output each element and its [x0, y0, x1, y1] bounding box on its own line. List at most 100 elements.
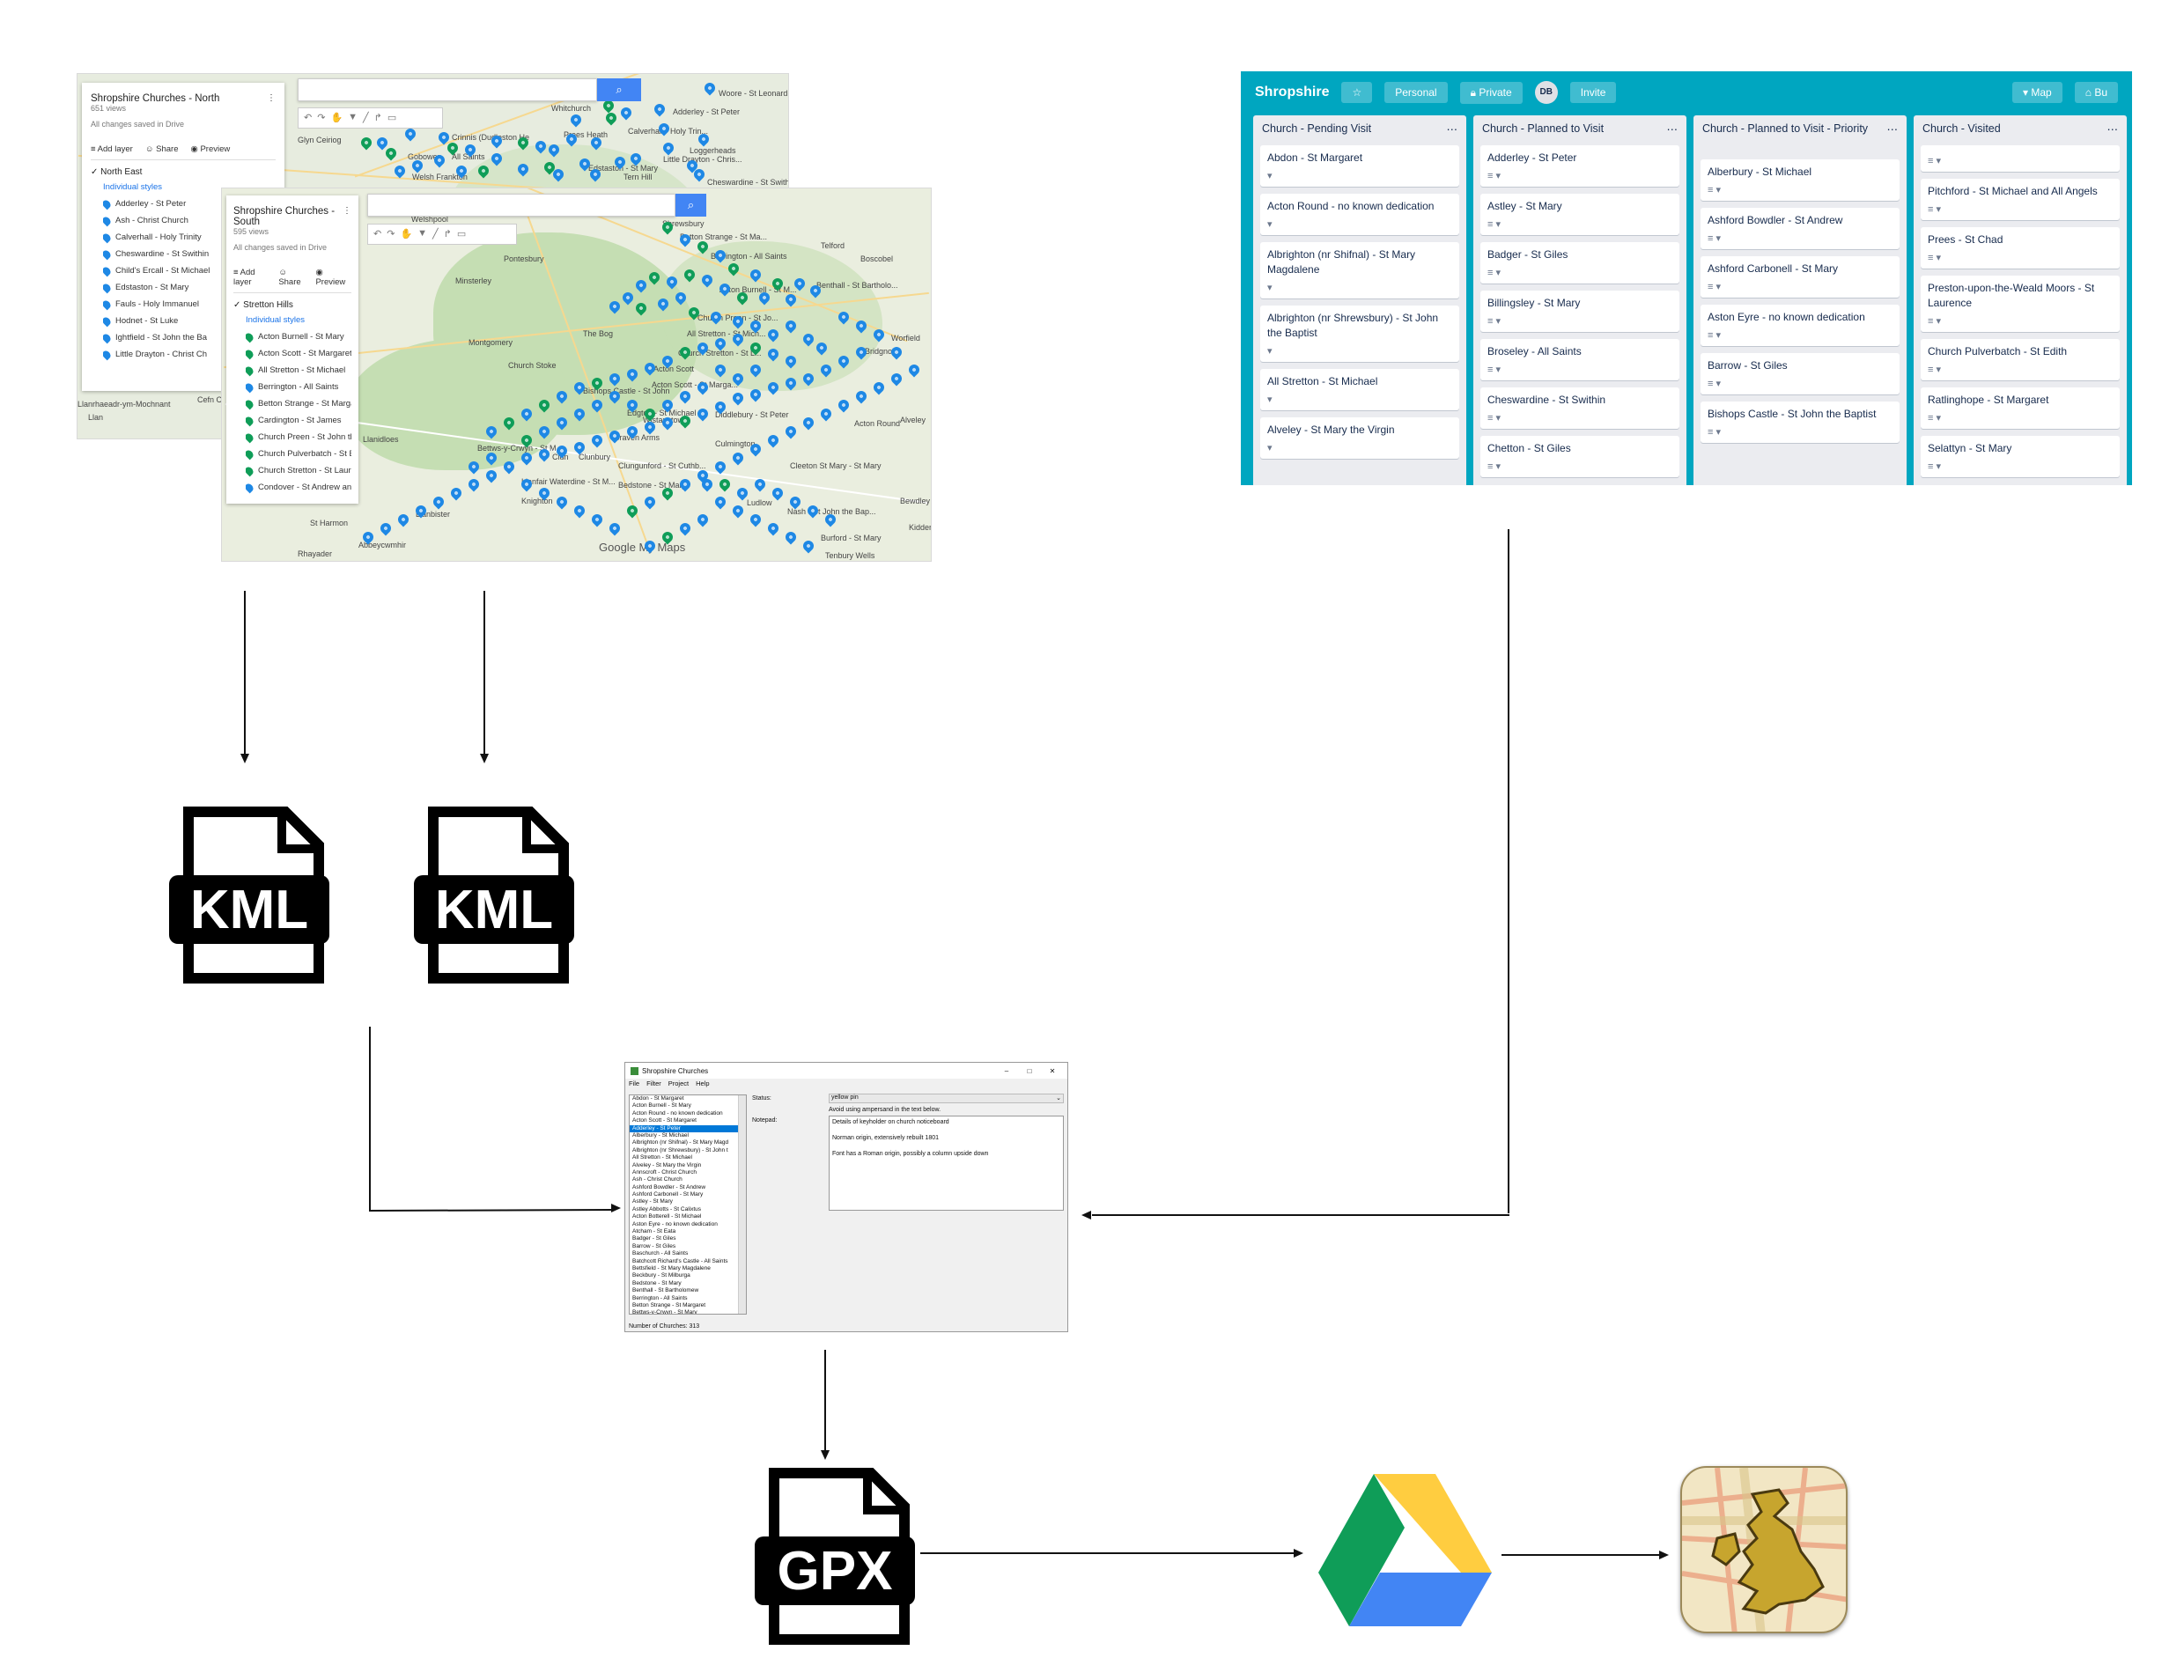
avatar[interactable]: DB — [1534, 81, 1558, 104]
line-icon[interactable]: ╱ — [432, 229, 439, 239]
more-icon[interactable]: ⋮ — [343, 206, 351, 216]
list-item[interactable]: Cardington - St James — [246, 412, 351, 429]
map-marker[interactable] — [431, 494, 446, 510]
trello-card[interactable]: Albrighton (nr Shifnal) - St Mary Magdal… — [1260, 242, 1459, 298]
trello-card[interactable]: Pitchford - St Michael and All Angels≡ ▾ — [1921, 179, 2120, 220]
layer-title[interactable]: ✓ North East — [91, 167, 143, 177]
trello-card[interactable]: Ashford Carbonell - St Mary≡ ▾ — [1701, 256, 1900, 298]
map-marker[interactable] — [572, 503, 587, 519]
trello-card[interactable]: Prees - St Chad≡ ▾ — [1921, 227, 2120, 269]
preview-button[interactable]: ◉ Preview — [190, 144, 231, 154]
map-search-button[interactable]: ⌕ — [675, 194, 706, 217]
map-marker[interactable] — [730, 503, 746, 519]
church-list-item[interactable]: Albrighton (nr Shifnal) - St Mary Magd — [632, 1139, 729, 1146]
list-item[interactable]: Cheswardine - St Swithin — [103, 246, 276, 262]
checkbox-icon[interactable]: ✓ — [91, 167, 99, 177]
trello-card[interactable]: Bishops Castle - St John the Baptist≡ ▾ — [1701, 402, 1900, 443]
trello-card[interactable]: Alberbury - St Michael≡ ▾ — [1701, 159, 1900, 201]
map-marker[interactable] — [871, 379, 887, 395]
church-list-item[interactable]: Acton Scott - St Margaret — [632, 1117, 697, 1124]
map-marker[interactable] — [589, 432, 605, 448]
redo-icon[interactable]: ↷ — [317, 113, 326, 123]
close-button[interactable]: ✕ — [1049, 1066, 1056, 1075]
trello-card[interactable]: Ashford Bowdler - St Andrew≡ ▾ — [1701, 208, 1900, 249]
trello-card[interactable]: Cheswardine - St Swithin≡ ▾ — [1480, 387, 1679, 429]
trello-card[interactable]: Badger - St Giles≡ ▾ — [1480, 242, 1679, 284]
map-marker[interactable] — [717, 476, 733, 492]
trello-card[interactable]: Broseley - All Saints≡ ▾ — [1480, 339, 1679, 380]
map-toolbar[interactable]: ↶↷✋▼╱↱▭ — [298, 107, 443, 129]
status-dropdown[interactable]: yellow pin⌄ — [829, 1094, 1064, 1103]
list-item[interactable]: Berrington - All Saints — [246, 379, 351, 395]
list-item[interactable]: Acton Burnell - St Mary — [246, 328, 351, 345]
church-list-item[interactable]: Ashford Bowdler - St Andrew — [632, 1183, 706, 1190]
list-header[interactable]: Church - Planned to Visit - Priority⋯ — [1693, 115, 1907, 159]
more-icon[interactable]: ⋯ — [1446, 123, 1458, 136]
redo-icon[interactable]: ↷ — [387, 229, 395, 239]
minimize-button[interactable]: – — [1004, 1066, 1009, 1075]
church-list-item[interactable]: Badger - St Giles — [632, 1235, 676, 1242]
church-list-item[interactable]: Atcham - St Eata — [632, 1228, 676, 1235]
undo-icon[interactable]: ↶ — [304, 113, 313, 123]
trello-card[interactable]: Abdon - St Margaret▾ — [1260, 145, 1459, 187]
trello-card[interactable]: Billingsley - St Mary≡ ▾ — [1480, 291, 1679, 332]
trello-card[interactable]: Barrow - St Giles≡ ▾ — [1701, 353, 1900, 394]
star-button[interactable]: ☆ — [1341, 82, 1373, 103]
menu-help[interactable]: Help — [696, 1079, 710, 1087]
church-list-item[interactable]: Bettws-y-Crwyn - St Mary — [632, 1309, 697, 1315]
map-marker[interactable] — [818, 406, 834, 422]
trello-card[interactable]: Preston-upon-the-Weald Moors - St Lauren… — [1921, 276, 2120, 332]
trello-card[interactable]: Chetton - St Giles≡ ▾ — [1480, 436, 1679, 477]
map-marker[interactable] — [906, 362, 922, 378]
list-header[interactable]: Church - Planned to Visit⋯ — [1473, 115, 1686, 145]
listbox-scrollbar[interactable] — [738, 1095, 746, 1314]
list-item[interactable]: Condover - St Andrew and St... — [246, 479, 351, 496]
church-list-item[interactable]: Acton Burnell - St Mary — [632, 1102, 691, 1109]
map-marker[interactable] — [765, 432, 781, 448]
map-marker[interactable] — [765, 520, 781, 536]
list-item[interactable]: Acton Scott - St Margaret — [246, 345, 351, 362]
individual-styles-link[interactable]: Individual styles — [103, 182, 163, 192]
menu-file[interactable]: File — [629, 1079, 640, 1087]
list-item[interactable]: Church Stretton - St Laurence — [246, 462, 351, 479]
route-icon[interactable]: ↱ — [443, 229, 452, 239]
hand-icon[interactable]: ✋ — [330, 113, 343, 123]
map-marker[interactable] — [466, 476, 482, 492]
route-icon[interactable]: ↱ — [373, 113, 382, 123]
ruler-icon[interactable]: ▭ — [387, 113, 397, 123]
church-list-item[interactable]: Astley Abbotts - St Calixtus — [632, 1205, 702, 1212]
map-toolbar[interactable]: ↶↷✋▼╱↱▭ — [367, 224, 517, 245]
map-marker[interactable] — [783, 529, 799, 545]
map-marker[interactable] — [712, 494, 728, 510]
trello-card[interactable]: Acton Round - no known dedication▾ — [1260, 194, 1459, 235]
trello-card[interactable]: ≡ ▾ — [1921, 145, 2120, 172]
trello-card[interactable]: Adderley - St Peter≡ ▾ — [1480, 145, 1679, 187]
church-list-item[interactable]: Berrington - All Saints — [632, 1294, 688, 1301]
more-icon[interactable]: ⋯ — [2107, 123, 2119, 136]
map-marker[interactable] — [748, 512, 764, 527]
trello-card[interactable]: Church Pulverbatch - St Edith≡ ▾ — [1921, 339, 2120, 380]
map-search-input[interactable] — [298, 78, 597, 101]
list-header[interactable]: Church - Pending Visit⋯ — [1253, 115, 1466, 145]
church-list-item[interactable]: All Stretton - St Michael — [632, 1154, 692, 1161]
board-title[interactable]: Shropshire — [1255, 85, 1330, 99]
preview-button[interactable]: ◉ Preview — [315, 268, 346, 287]
map-marker[interactable] — [730, 450, 746, 466]
trello-card[interactable]: Alveley - St Mary the Virgin▾ — [1260, 417, 1459, 459]
map-marker[interactable] — [853, 388, 869, 404]
map-button[interactable]: ▾ Map — [2012, 82, 2062, 103]
church-list-item[interactable]: Baschurch - All Saints — [632, 1250, 689, 1257]
private-button[interactable]: 🔒︎ Private — [1459, 81, 1523, 104]
list-item[interactable]: All Stretton - St Michael — [246, 362, 351, 379]
trello-card[interactable]: Selattyn - St Mary≡ ▾ — [1921, 436, 2120, 477]
map-marker[interactable] — [483, 468, 499, 483]
church-list-item[interactable]: Aston Eyre - no known dedication — [632, 1220, 718, 1227]
list-item[interactable]: Adderley - St Peter — [103, 195, 276, 212]
church-list-item[interactable]: Adderley - St Peter — [630, 1124, 746, 1132]
checkbox-icon[interactable]: ✓ — [233, 300, 241, 310]
church-list-item[interactable]: Batchcott Richard's Castle - All Saints — [632, 1257, 728, 1264]
map-marker[interactable] — [783, 424, 799, 439]
ruler-icon[interactable]: ▭ — [456, 229, 467, 239]
more-icon[interactable]: ⋯ — [1886, 123, 1899, 136]
